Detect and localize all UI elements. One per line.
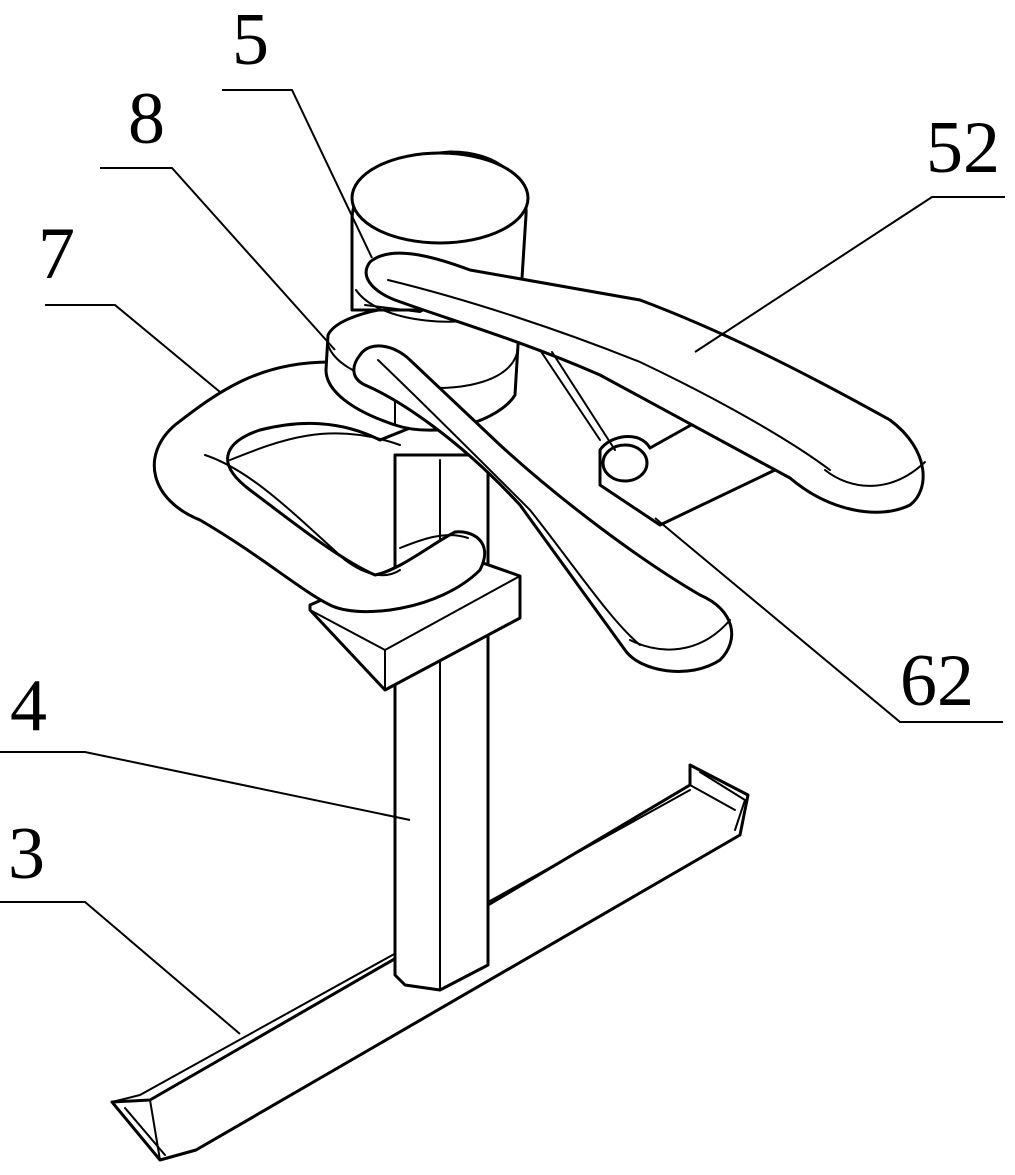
leader-7: [45, 304, 221, 393]
leader-62: [654, 517, 1003, 723]
leader-8: [100, 167, 336, 351]
leader-4: [0, 751, 411, 821]
leader-52: [694, 196, 1005, 353]
callout-52: 52: [926, 107, 1000, 189]
callout-4: 4: [10, 665, 47, 747]
callout-3: 3: [8, 813, 45, 895]
callout-5: 5: [232, 0, 269, 81]
leader-lines: [0, 89, 1005, 1035]
lower-lever-arm: [352, 344, 734, 673]
leader-5: [222, 89, 373, 259]
callout-7: 7: [38, 213, 75, 295]
callout-62: 62: [900, 640, 974, 722]
callout-8: 8: [128, 78, 165, 160]
upper-lever-arm: [364, 251, 926, 514]
leader-3: [0, 901, 241, 1035]
callout-labels: 5 8 7 52 62 4 3: [8, 0, 1000, 895]
